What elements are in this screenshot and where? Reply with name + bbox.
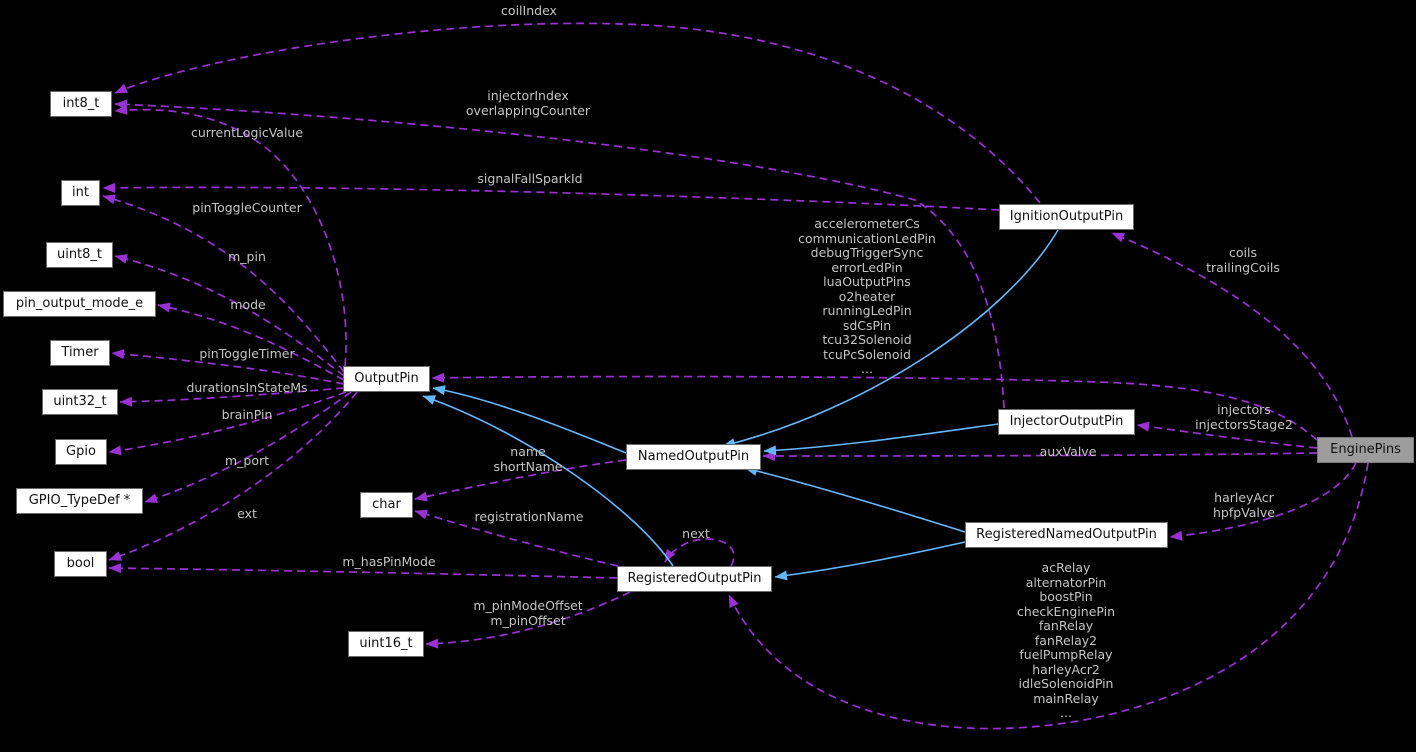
node-gpio-typedef-ptr[interactable]: GPIO_TypeDef * — [16, 488, 143, 514]
edge-injectors — [1136, 421, 1318, 449]
node-namedoutputpin[interactable]: NamedOutputPin — [626, 444, 761, 470]
edge-signal-fall-spark-id — [102, 182, 1000, 211]
edge-namedoutputpin-outputpin — [432, 385, 627, 454]
edge-ext — [108, 391, 358, 561]
node-timer[interactable]: Timer — [50, 340, 110, 366]
edge-harley-acr — [1169, 462, 1357, 541]
node-ignitionoutputpin[interactable]: IgnitionOutputPin — [999, 204, 1134, 230]
edge-brain-pin — [108, 391, 347, 456]
edge-durations-in-state-ms — [119, 387, 345, 407]
node-enginepins: EnginePins — [1317, 437, 1414, 463]
edge-m-pin — [114, 254, 345, 377]
node-int8-t[interactable]: int8_t — [50, 91, 112, 117]
edge-next-self-loop — [664, 538, 735, 567]
edge-current-logic-value — [114, 104, 347, 367]
edge-mode — [157, 302, 345, 381]
edge-registered-members — [728, 462, 1369, 730]
edge-ignitionoutputpin-namedoutputpin — [722, 229, 1059, 448]
node-gpio[interactable]: Gpio — [55, 439, 107, 465]
edge-enginepins-outputpin — [431, 372, 1318, 441]
edge-pin-toggle-counter — [102, 194, 345, 373]
edge-m-port — [144, 391, 352, 503]
edge-name-short-name — [414, 459, 627, 502]
node-uint8-t[interactable]: uint8_t — [46, 242, 113, 268]
node-char[interactable]: char — [360, 492, 413, 518]
edge-registration-name — [414, 509, 619, 567]
edge-coil-index — [114, 22, 1041, 204]
node-uint32-t[interactable]: uint32_t — [42, 389, 118, 415]
edge-registerednamed-registeredoutputpin — [774, 541, 966, 581]
node-injectoroutputpin[interactable]: InjectorOutputPin — [998, 409, 1135, 435]
node-int[interactable]: int — [61, 180, 100, 206]
node-bool[interactable]: bool — [54, 551, 107, 577]
node-pin-output-mode-e[interactable]: pin_output_mode_e — [3, 291, 156, 317]
edge-injector-index — [114, 99, 1005, 409]
node-registeredoutputpin[interactable]: RegisteredOutputPin — [617, 566, 772, 592]
node-uint16-t[interactable]: uint16_t — [348, 631, 424, 657]
edge-aux-valve — [762, 450, 1318, 461]
edge-injectoroutputpin-namedoutputpin — [763, 423, 999, 456]
node-registerednamedoutputpin[interactable]: RegisteredNamedOutputPin — [965, 522, 1168, 548]
edge-m-pin-offsets — [425, 591, 631, 649]
edge-pin-toggle-timer — [111, 349, 345, 385]
edge-registerednamed-namedoutputpin — [744, 466, 966, 533]
edge-registeredoutputpin-outputpin — [422, 395, 674, 567]
edge-m-has-pin-mode — [108, 563, 618, 579]
node-outputpin[interactable]: OutputPin — [343, 366, 430, 392]
edge-coils — [1111, 232, 1353, 438]
